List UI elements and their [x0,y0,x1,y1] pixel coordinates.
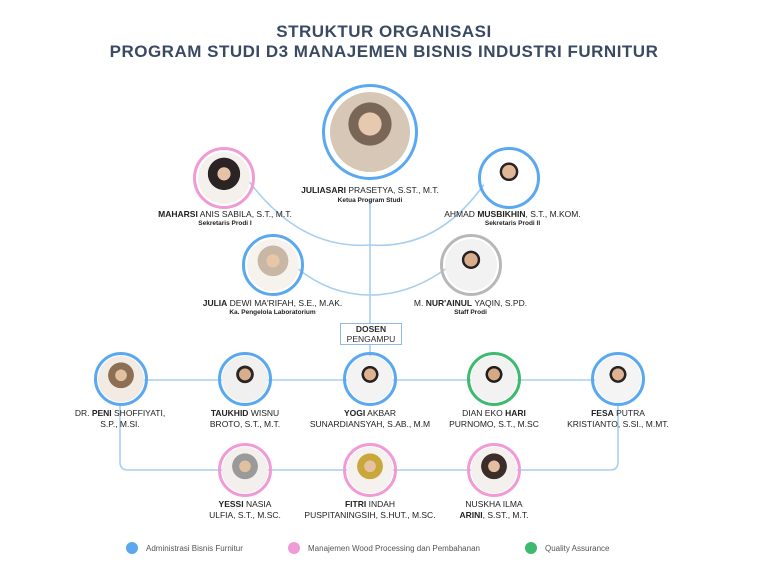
lecturer-name-line1: FITRI INDAH [344,499,396,509]
lecturer-name-line2: PUSPITANINGSIH, S.HUT., M.SC. [304,510,436,520]
lecturer-name-line1: YESSI NASIA [218,499,272,509]
lab-photo [247,239,299,291]
lecturer-photo [471,447,517,493]
staff-name: M. NUR'AINUL YAQIN, S.PD. [413,298,528,308]
secretary1-name: MAHARSI ANIS SABILA, S.T., M.T. [158,209,292,219]
photo-ring-pink [467,443,521,497]
lecturer-name-line2: KRISTIANTO, S.SI., M.MT. [567,419,669,429]
lecturer-photo [347,447,393,493]
lecturer-photo [471,356,517,402]
legend-item-blue: Administrasi Bisnis Furnitur [126,542,243,554]
photo-ring-blue [94,352,148,406]
photo-ring-pink [193,147,255,209]
lecturer-name-line2: BROTO, S.T., M.T. [209,419,281,429]
photo-ring-blue [322,84,418,180]
head-role: Ketua Program Studi [337,197,403,204]
legend-dot-blue [126,542,138,554]
photo-ring-blue [478,147,540,209]
legend-dot-pink [288,542,300,554]
dosen-pengampu-box: DOSEN PENGAMPU [340,323,402,345]
lecturer-photo [595,356,641,402]
secretary2-photo [483,152,535,204]
lecturer-photo [98,356,144,402]
chart-title-line2: PROGRAM STUDI D3 MANAJEMEN BISNIS INDUST… [109,42,659,61]
photo-ring-green [467,352,521,406]
staff-photo [445,239,497,291]
lecturer-photo [347,356,393,402]
lecturer-name-line1: FESA PUTRA [591,408,645,418]
lab-role: Ka. Pengelola Laboratorium [229,309,316,316]
photo-ring-gray [440,234,502,296]
photo-ring-pink [343,443,397,497]
lab-name: JULIA DEWI MA'RIFAH, S.E., M.AK. [202,298,343,308]
legend-item-green: Quality Assurance [525,542,609,554]
lecturer-name-line1: YOGI AKBAR [344,408,396,418]
lecturer-name-line1: DR. PENI SHOFFIYATI, [74,408,166,418]
pengampu-label: PENGAMPU [346,334,396,344]
lecturer-name-line2: SUNARDIANSYAH, S.AB., M.M [309,419,431,429]
lecturer-name-line2: PURNOMO, S.T., M.SC [449,419,539,429]
head-name: JULIASARI PRASETYA, S.ST., M.T. [301,185,439,195]
photo-ring-blue [242,234,304,296]
lecturer-name-line2: S.P., M.SI. [100,419,140,429]
lecturer-name-line1: TAUKHID WISNU [210,408,280,418]
photo-ring-blue [343,352,397,406]
secretary1-photo [198,152,250,204]
chart-title-line1: STRUKTUR ORGANISASI [276,22,492,41]
legend-item-pink: Manajemen Wood Processing dan Pembahanan [288,542,480,554]
lecturer-photo [222,447,268,493]
dosen-label: DOSEN [355,324,387,334]
lecturer-name-line2: ARINI, S.ST., M.T. [459,510,529,520]
legend-dot-green [525,542,537,554]
lecturer-photo [222,356,268,402]
legend-label-green: Quality Assurance [545,543,610,553]
head-photo [330,92,410,172]
legend-label-pink: Manajemen Wood Processing dan Pembahanan [308,543,480,553]
secretary2-role: Sekretaris Prodi II [484,220,541,227]
secretary2-name: AHMAD MUSBIKHIN, S.T., M.KOM. [444,209,581,219]
lecturer-name-line1: NUSKHA ILMA [465,499,523,509]
secretary1-role: Sekretaris Prodi I [198,220,252,227]
legend-label-blue: Administrasi Bisnis Furnitur [146,543,243,553]
photo-ring-blue [591,352,645,406]
photo-ring-blue [218,352,272,406]
staff-role: Staff Prodi [454,309,487,316]
photo-ring-pink [218,443,272,497]
lecturer-name-line1: DIAN EKO HARI [462,408,526,418]
lecturer-name-line2: ULFIA, S.T., M.SC. [209,510,281,520]
